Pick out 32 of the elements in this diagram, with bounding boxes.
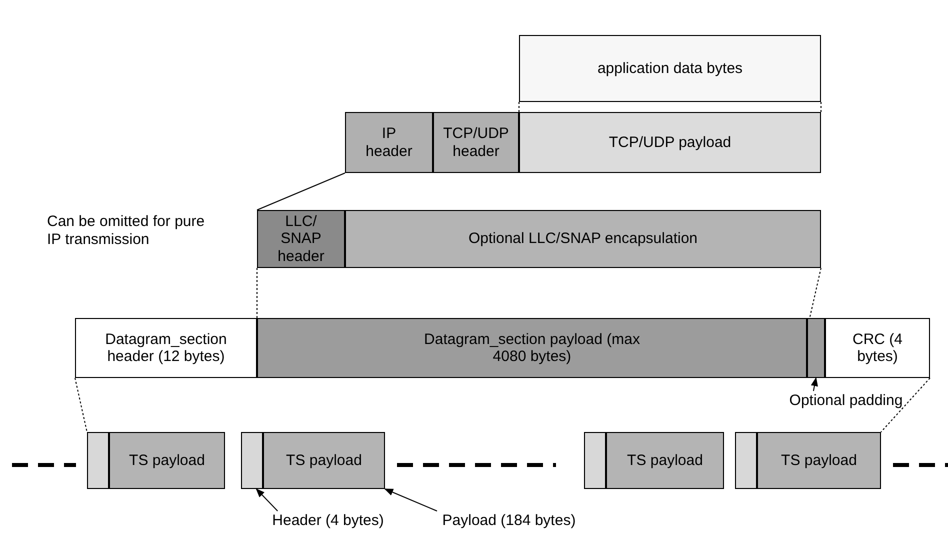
header-field: LLC/ SNAP header bbox=[257, 210, 345, 268]
payload-field: TCP/UDP payload bbox=[519, 112, 821, 173]
leader-arrow bbox=[384, 488, 438, 512]
header-field: TCP/UDP header bbox=[433, 112, 519, 173]
projection-line bbox=[74, 378, 88, 432]
projection-line bbox=[256, 268, 258, 318]
payload-field: Optional LLC/SNAP encapsulation bbox=[345, 210, 821, 268]
header-segment bbox=[735, 432, 757, 489]
data-field: application data bytes bbox=[519, 35, 821, 102]
projection-line bbox=[256, 172, 346, 210]
projection-line bbox=[880, 378, 930, 432]
annotation-text: Optional padding bbox=[772, 391, 920, 411]
leader-arrow bbox=[256, 488, 278, 512]
crc-field: CRC (4 bytes) bbox=[825, 318, 930, 378]
payload-field: TS payload bbox=[757, 432, 881, 489]
header-segment bbox=[87, 432, 109, 489]
annotation-text: Header (4 bytes) bbox=[272, 511, 384, 531]
annotation-text: Payload (184 bytes) bbox=[437, 511, 581, 531]
payload-field: TS payload bbox=[109, 432, 225, 489]
header-field: IP header bbox=[345, 112, 433, 173]
payload-field: Datagram_section payload (max 4080 bytes) bbox=[257, 318, 807, 378]
header-segment bbox=[241, 432, 263, 489]
note-text: Can be omitted for pure IP transmission bbox=[47, 213, 206, 249]
leader-arrow bbox=[810, 377, 818, 392]
header-segment bbox=[584, 432, 606, 489]
projection-line bbox=[518, 102, 520, 112]
projection-line bbox=[809, 268, 822, 318]
payload-field: TS payload bbox=[606, 432, 724, 489]
payload-field: TS payload bbox=[263, 432, 385, 489]
projection-line bbox=[820, 102, 822, 112]
header-field: Datagram_section header (12 bytes) bbox=[75, 318, 257, 378]
padding-segment bbox=[807, 318, 825, 378]
